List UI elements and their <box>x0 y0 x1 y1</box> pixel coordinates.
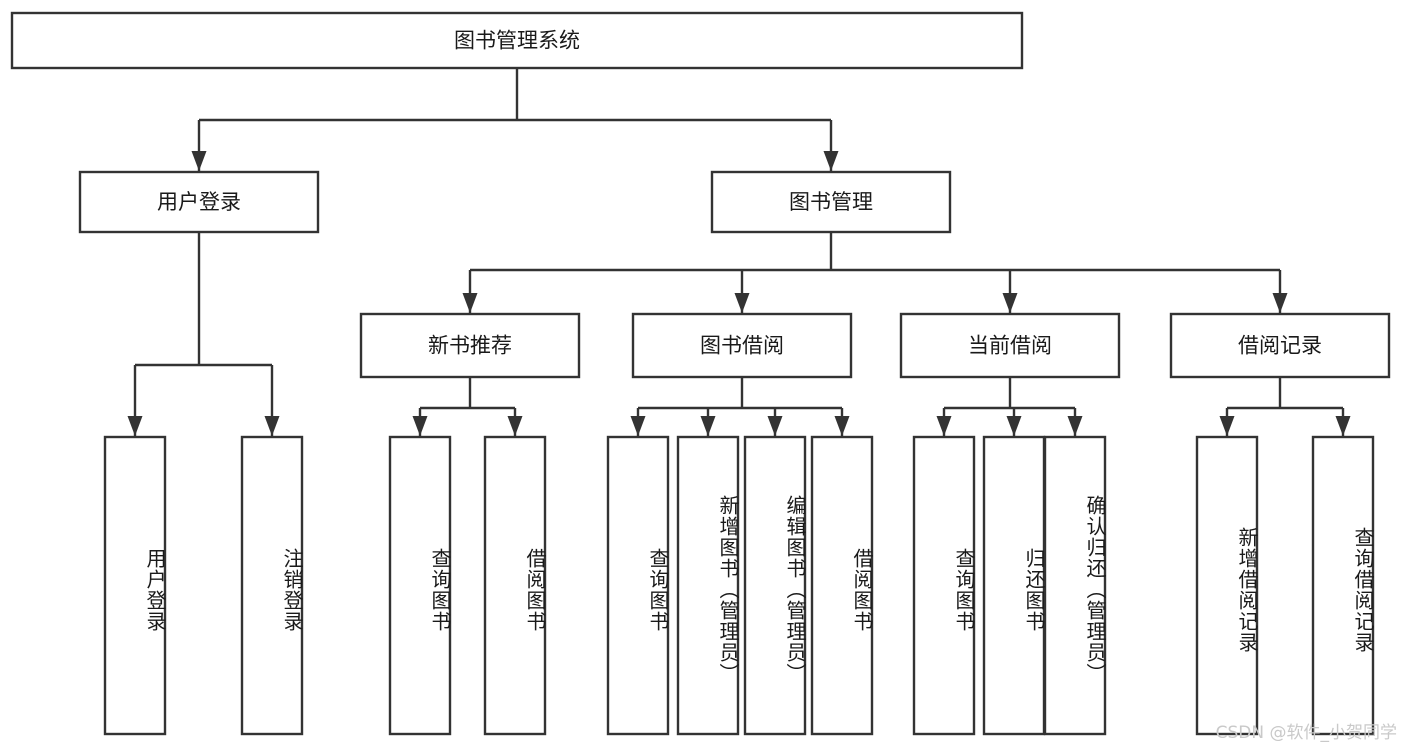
node-leaf[interactable] <box>743 435 807 736</box>
arrow-head-icon <box>507 416 523 436</box>
node-leaf[interactable] <box>483 435 547 736</box>
node-label: 新书推荐 <box>428 334 512 358</box>
arrow-head-icon <box>1002 293 1018 313</box>
edges-layer <box>127 68 1351 436</box>
arrow-head-icon <box>264 416 280 436</box>
node-group[interactable] <box>10 11 1024 70</box>
arrow-head-icon <box>191 151 207 171</box>
node-box[interactable] <box>982 435 1046 736</box>
node-box[interactable] <box>710 170 952 234</box>
arrow-head-icon <box>936 416 952 436</box>
node-box[interactable] <box>810 435 874 736</box>
node-leaf[interactable] <box>1195 435 1259 736</box>
arrow-head-icon <box>412 416 428 436</box>
node-leaf[interactable] <box>810 435 874 736</box>
node-leaf[interactable] <box>388 435 452 736</box>
node-leaf[interactable] <box>1311 435 1375 736</box>
node-box[interactable] <box>1043 435 1107 736</box>
node-label: 图书管理 <box>789 190 873 214</box>
watermark-text: CSDN @软件_小贺同学 <box>1215 723 1397 743</box>
node-box[interactable] <box>899 312 1121 379</box>
arrow-head-icon <box>767 416 783 436</box>
node-group[interactable] <box>78 170 320 234</box>
node-label: 当前借阅 <box>968 334 1052 358</box>
node-leaf[interactable] <box>912 435 976 736</box>
node-box[interactable] <box>631 312 853 379</box>
node-box[interactable] <box>103 435 167 736</box>
node-leaf[interactable] <box>1043 435 1107 736</box>
node-group[interactable] <box>710 170 952 234</box>
node-box[interactable] <box>10 11 1024 70</box>
node-group[interactable] <box>631 312 853 379</box>
node-leaf[interactable] <box>103 435 167 736</box>
arrow-head-icon <box>1006 416 1022 436</box>
node-box[interactable] <box>388 435 452 736</box>
node-group[interactable] <box>1169 312 1391 379</box>
node-leaf[interactable] <box>240 435 304 736</box>
node-label: 图书管理系统 <box>454 29 580 53</box>
node-leaf[interactable] <box>606 435 670 736</box>
node-box[interactable] <box>359 312 581 379</box>
node-box[interactable] <box>912 435 976 736</box>
node-label: 用户登录 <box>157 190 241 214</box>
node-leaf[interactable] <box>982 435 1046 736</box>
node-box[interactable] <box>743 435 807 736</box>
node-box[interactable] <box>606 435 670 736</box>
node-group[interactable] <box>359 312 581 379</box>
node-box[interactable] <box>1311 435 1375 736</box>
node-box[interactable] <box>78 170 320 234</box>
node-box[interactable] <box>676 435 740 736</box>
arrow-head-icon <box>823 151 839 171</box>
arrow-head-icon <box>1272 293 1288 313</box>
arrow-head-icon <box>462 293 478 313</box>
node-label: 借阅记录 <box>1238 334 1322 358</box>
node-leaf[interactable] <box>676 435 740 736</box>
node-box[interactable] <box>240 435 304 736</box>
node-label: 图书借阅 <box>700 334 784 358</box>
node-box[interactable] <box>1195 435 1259 736</box>
arrow-head-icon <box>1219 416 1235 436</box>
node-box[interactable] <box>1169 312 1391 379</box>
node-group[interactable] <box>899 312 1121 379</box>
arrow-head-icon <box>834 416 850 436</box>
arrow-head-icon <box>1067 416 1083 436</box>
arrow-head-icon <box>1335 416 1351 436</box>
arrow-head-icon <box>700 416 716 436</box>
node-box[interactable] <box>483 435 547 736</box>
arrow-head-icon <box>630 416 646 436</box>
arrow-head-icon <box>734 293 750 313</box>
arrow-head-icon <box>127 416 143 436</box>
